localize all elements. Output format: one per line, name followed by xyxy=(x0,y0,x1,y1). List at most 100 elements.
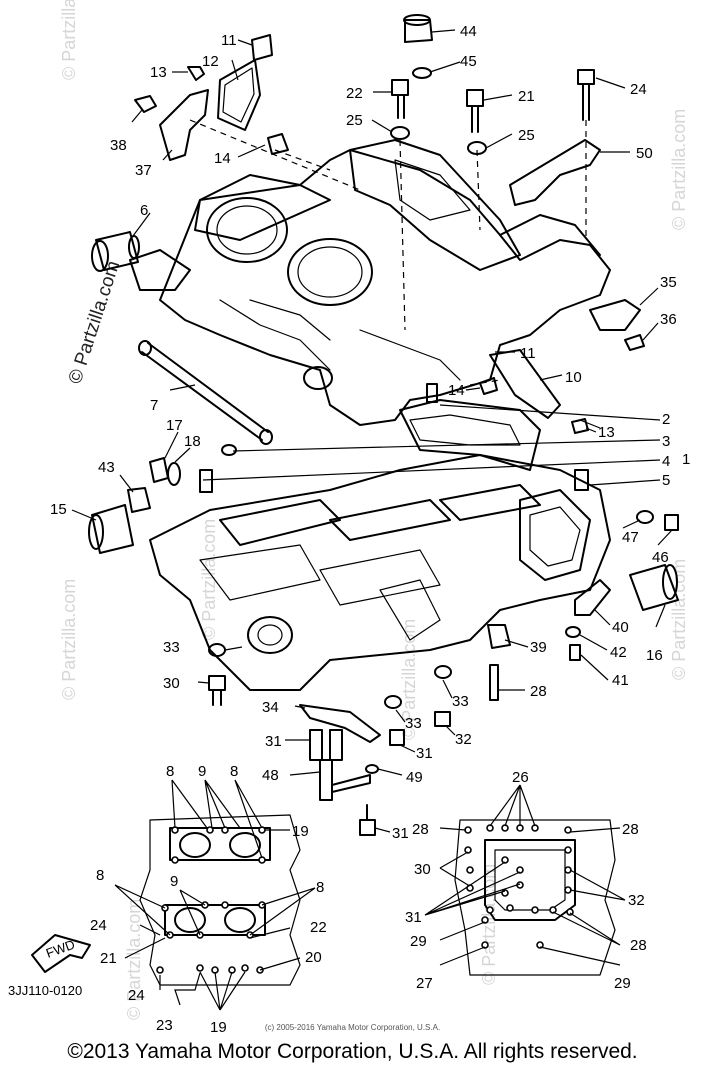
callout-25: 25 xyxy=(346,112,363,129)
callout-26: 26 xyxy=(512,769,529,786)
callout-15: 15 xyxy=(50,501,67,518)
callout-9: 9 xyxy=(198,763,206,780)
callout-18: 18 xyxy=(184,433,201,450)
callout-6: 6 xyxy=(140,202,148,219)
callout-14: 14 xyxy=(214,150,231,167)
callout-30: 30 xyxy=(414,861,431,878)
callout-37: 37 xyxy=(135,162,152,179)
watermark: © Partzilla.com xyxy=(479,864,499,985)
callout-2: 2 xyxy=(662,411,670,428)
small-parts-lower xyxy=(88,444,679,836)
callout-21: 21 xyxy=(100,950,117,967)
small-copyright: (c) 2005-2016 Yamaha Motor Corporation, … xyxy=(264,1023,441,1032)
callout-41: 41 xyxy=(612,672,629,689)
watermark: © Partzilla.com xyxy=(124,899,144,1020)
callout-32: 32 xyxy=(455,731,472,748)
callout-31: 31 xyxy=(265,733,282,750)
watermark: © Partzilla.com xyxy=(199,519,219,640)
watermark: © Partzilla.com xyxy=(59,0,79,80)
callout-24: 24 xyxy=(90,917,107,934)
small-parts-top-left xyxy=(134,34,289,161)
plug-6 xyxy=(91,231,140,272)
callout-7: 7 xyxy=(150,397,158,414)
callout-40: 40 xyxy=(612,619,629,636)
callout-32: 32 xyxy=(628,892,645,909)
callout-5: 5 xyxy=(662,472,670,489)
callout-11: 11 xyxy=(520,345,536,362)
callout-8: 8 xyxy=(96,867,104,884)
callout-28: 28 xyxy=(630,937,647,954)
callout-49: 49 xyxy=(406,769,423,786)
callout-28: 28 xyxy=(622,821,639,838)
callout-22: 22 xyxy=(346,85,363,102)
callout-43: 43 xyxy=(98,459,115,476)
callout-4: 4 xyxy=(662,453,670,470)
callout-47: 47 xyxy=(622,529,639,546)
leader-lines xyxy=(71,29,673,833)
callout-34: 34 xyxy=(262,699,279,716)
callout-14: 14 xyxy=(448,382,465,399)
callout-1: 1 xyxy=(682,451,690,468)
bolt-holes xyxy=(156,826,266,974)
bolt-pattern-left xyxy=(114,779,316,1011)
callout-46: 46 xyxy=(652,549,669,566)
callout-23: 23 xyxy=(156,1017,173,1034)
bolt-pattern-right xyxy=(424,784,626,976)
callout-31: 31 xyxy=(416,745,433,762)
callout-19: 19 xyxy=(292,823,309,840)
callout-31: 31 xyxy=(405,909,422,926)
callout-48: 48 xyxy=(262,767,279,784)
watermark-group: © Partzilla.com © Partzilla.com © Partzi… xyxy=(59,0,689,1020)
callout-33: 33 xyxy=(163,639,180,656)
bolt-holes xyxy=(464,824,574,949)
callout-8: 8 xyxy=(316,879,324,896)
callout-29: 29 xyxy=(410,933,427,950)
callout-44: 44 xyxy=(460,23,477,40)
diagram-code: 3JJ110-0120 xyxy=(8,983,83,998)
upper-crankcase xyxy=(129,139,611,426)
callout-8: 8 xyxy=(230,763,238,780)
callout-39: 39 xyxy=(530,639,547,656)
callout-13: 13 xyxy=(598,424,615,441)
callout-13: 13 xyxy=(150,64,167,81)
fwd-arrow-icon: FWD xyxy=(31,934,91,973)
callout-38: 38 xyxy=(110,137,127,154)
callout-28: 28 xyxy=(530,683,547,700)
callout-33: 33 xyxy=(405,715,422,732)
callout-labels: 11 12 13 38 37 44 45 22 21 24 25 25 50 1… xyxy=(50,23,690,1036)
callout-24: 24 xyxy=(630,81,647,98)
bolts-top xyxy=(390,14,645,434)
watermark: © Partzilla.com xyxy=(669,559,689,680)
watermark-main: © Partzilla.com xyxy=(65,258,125,386)
callout-50: 50 xyxy=(636,145,653,162)
callout-27: 27 xyxy=(416,975,433,992)
callout-31: 31 xyxy=(392,825,409,842)
callout-11: 11 xyxy=(221,32,237,49)
callout-22: 22 xyxy=(310,919,327,936)
callout-21: 21 xyxy=(518,88,535,105)
watermark: © Partzilla.com xyxy=(399,619,419,740)
callout-45: 45 xyxy=(460,53,477,70)
watermark: © Partzilla.com xyxy=(59,579,79,700)
callout-19: 19 xyxy=(210,1019,227,1036)
callout-24: 24 xyxy=(128,987,145,1004)
oil-pipe-7 xyxy=(138,340,273,445)
callout-20: 20 xyxy=(305,949,322,966)
callout-17: 17 xyxy=(166,417,183,434)
callout-42: 42 xyxy=(610,644,627,661)
callout-25: 25 xyxy=(518,127,535,144)
callout-28: 28 xyxy=(412,821,429,838)
callout-10: 10 xyxy=(565,369,582,386)
callout-12: 12 xyxy=(202,53,219,70)
callout-8: 8 xyxy=(166,763,174,780)
callout-9: 9 xyxy=(170,873,178,890)
callout-16: 16 xyxy=(646,647,663,664)
watermark: © Partzilla.com xyxy=(669,109,689,230)
callout-3: 3 xyxy=(662,433,670,450)
callout-29: 29 xyxy=(614,975,631,992)
callout-35: 35 xyxy=(660,274,677,291)
callout-36: 36 xyxy=(660,311,677,328)
callout-33: 33 xyxy=(452,693,469,710)
callout-30: 30 xyxy=(163,675,180,692)
